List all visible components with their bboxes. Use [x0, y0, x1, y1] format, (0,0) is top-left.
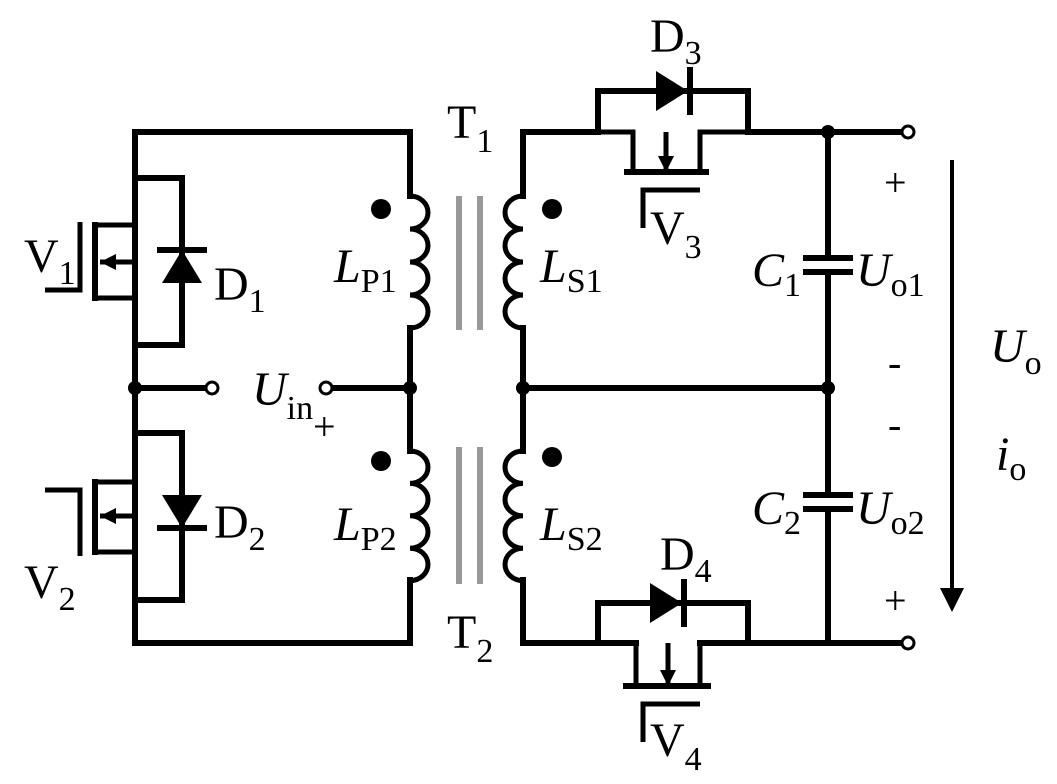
- mid-minus-sign-1: -: [888, 340, 901, 385]
- label-ls2: LS2: [539, 498, 603, 558]
- dot-lp2: [371, 451, 391, 471]
- switch-v3: [598, 129, 748, 228]
- diode-d2: [157, 495, 207, 531]
- label-uo2: Uo2: [856, 482, 925, 542]
- coil-ls1: [502, 193, 562, 331]
- core-t1: [456, 196, 483, 330]
- coil-lp2: [371, 448, 431, 584]
- uin-minus-terminal: [204, 380, 220, 396]
- capacitor-c1: [803, 255, 853, 275]
- switch-v1: [45, 175, 185, 348]
- switch-v4: [598, 640, 748, 742]
- core-t2: [456, 447, 483, 584]
- label-v3: V3: [650, 202, 702, 266]
- label-t1: T1: [447, 96, 493, 160]
- label-lp2: LP2: [333, 498, 397, 558]
- label-c1: C1: [752, 244, 801, 304]
- secondary-network: [520, 129, 905, 646]
- output-top-terminal: [900, 124, 916, 140]
- label-uin: Uin: [252, 363, 313, 427]
- out-top-plus-sign: +: [884, 160, 907, 205]
- out-bottom-plus-sign: +: [884, 578, 907, 623]
- output-bottom-terminal: [900, 635, 916, 651]
- label-uo1: Uo1: [856, 244, 925, 304]
- label-uo: Uo: [990, 320, 1042, 382]
- label-d2: D2: [214, 496, 266, 558]
- label-v2: V2: [24, 556, 76, 618]
- capacitor-c2: [803, 492, 853, 512]
- dot-ls2: [542, 447, 562, 467]
- uin-plus-sign: +: [313, 404, 336, 449]
- coil-ls2: [502, 447, 562, 584]
- dot-ls1: [542, 199, 562, 219]
- uin-plus-terminal: [318, 380, 334, 396]
- label-ls1: LS1: [539, 240, 603, 300]
- label-d4: D4: [660, 528, 712, 590]
- diode-d4: [595, 579, 751, 646]
- diode-d3: [595, 67, 751, 135]
- label-d1: D1: [214, 258, 266, 320]
- output-voltage-arrow: [940, 160, 964, 612]
- junction-dots: [128, 125, 835, 395]
- dot-lp1: [371, 199, 391, 219]
- label-d3: D3: [650, 10, 702, 72]
- label-lp1: LP1: [333, 240, 397, 300]
- coil-lp1: [371, 193, 431, 331]
- label-v1: V1: [24, 230, 76, 292]
- mid-minus-sign-2: -: [888, 402, 901, 447]
- switch-v2: [45, 430, 185, 603]
- label-t2: T2: [447, 606, 493, 670]
- label-v4: V4: [650, 714, 702, 778]
- diode-d1: [157, 247, 207, 283]
- label-c2: C2: [752, 482, 801, 542]
- label-io: io: [996, 428, 1026, 488]
